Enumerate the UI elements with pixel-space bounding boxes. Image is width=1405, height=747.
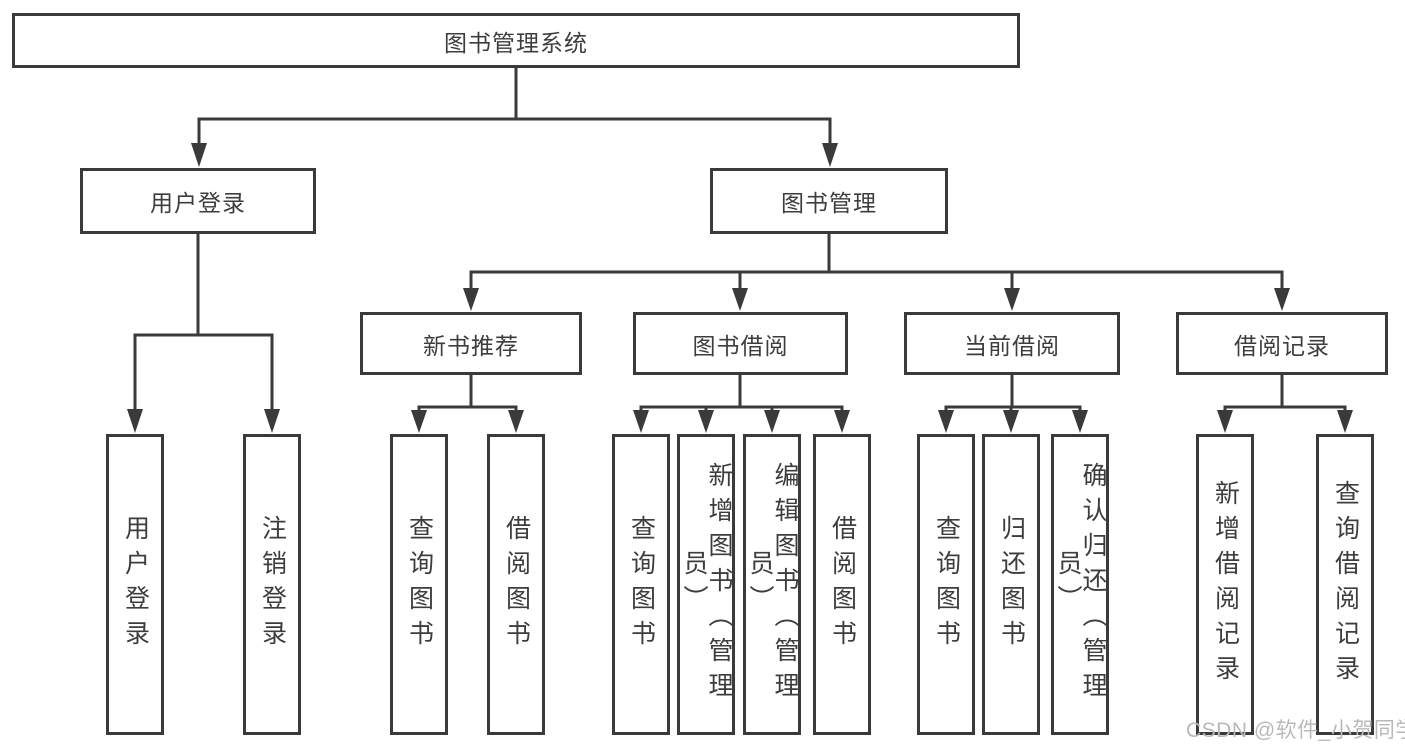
node-label: 新增图书（管理员）	[680, 462, 733, 707]
node-label: 用户登录	[150, 190, 246, 216]
leaf-records-add-borrow-record: 新增借阅记录	[1196, 434, 1254, 735]
node-label: 归还图书	[997, 514, 1026, 655]
node-label: 编辑图书（管理员）	[746, 462, 799, 707]
node-user-login: 用户登录	[80, 168, 316, 234]
node-library-management-system: 图书管理系统	[12, 13, 1020, 68]
node-label: 新书推荐	[423, 332, 519, 359]
leaf-current-return-books: 归还图书	[982, 434, 1040, 735]
leaf-borrowing-add-books-admin: 新增图书（管理员）	[677, 434, 735, 735]
node-current-borrowing: 当前借阅	[904, 312, 1120, 375]
arrowheads	[127, 143, 1353, 433]
node-borrowing-records: 借阅记录	[1176, 312, 1388, 375]
node-label: 借阅图书	[502, 514, 531, 655]
node-book-management: 图书管理	[710, 168, 948, 234]
node-label: 借阅记录	[1234, 332, 1330, 359]
node-label: 查询图书	[405, 514, 434, 655]
node-new-book-recommendation: 新书推荐	[360, 312, 582, 375]
node-label: 新增借阅记录	[1211, 479, 1240, 690]
node-label: 图书管理	[781, 190, 877, 216]
node-label: 图书借阅	[692, 332, 789, 359]
node-book-borrowing: 图书借阅	[633, 312, 848, 375]
node-label: 查询图书	[627, 514, 656, 655]
node-label: 用户登录	[121, 514, 150, 655]
leaf-current-query-books: 查询图书	[917, 434, 975, 735]
node-label: 借阅图书	[828, 514, 857, 655]
leaf-current-confirm-return-admin: 确认归还（管理员）	[1051, 434, 1109, 735]
node-label: 确认归还（管理员）	[1054, 462, 1107, 707]
leaf-records-query-borrow-record: 查询借阅记录	[1316, 434, 1374, 735]
node-label: 注销登录	[258, 514, 287, 655]
node-label: 查询图书	[932, 514, 961, 655]
leaf-borrowing-query-books: 查询图书	[612, 434, 670, 735]
node-label: 图书管理系统	[444, 29, 588, 56]
node-label: 查询借阅记录	[1331, 479, 1360, 690]
leaf-newbooks-query-books: 查询图书	[390, 434, 448, 735]
node-label: 当前借阅	[964, 332, 1060, 359]
leaf-borrowing-edit-books-admin: 编辑图书（管理员）	[743, 434, 801, 735]
csdn-watermark: CSDN @软件_小贺同学	[1186, 719, 1405, 742]
leaf-user-login: 用户登录	[106, 434, 164, 735]
leaf-logout: 注销登录	[243, 434, 301, 735]
leaf-newbooks-borrow-books: 借阅图书	[487, 434, 545, 735]
leaf-borrowing-borrow-books: 借阅图书	[813, 434, 871, 735]
